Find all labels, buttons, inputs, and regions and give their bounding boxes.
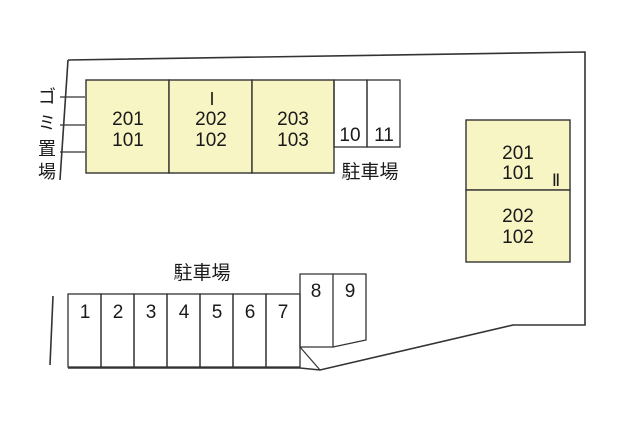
parking-space-11: [366, 79, 401, 148]
parking-space-11-number: 11: [374, 125, 394, 146]
parking-space-9-number: 9: [345, 281, 356, 302]
building-2-label: Ⅱ: [552, 171, 560, 190]
parking-space-6-number: 6: [245, 302, 256, 323]
parking-space-7-number: 7: [278, 302, 289, 323]
parking-space-9: [332, 273, 367, 348]
parking-space-4-number: 4: [179, 302, 190, 323]
garbage-area: ゴ ミ 置 場: [38, 87, 85, 182]
garbage-label-4: 場: [38, 162, 56, 182]
building-1-unit-1-upper: 201: [112, 109, 144, 130]
building-2-unit-2-upper: 202: [502, 206, 534, 227]
site-boundary: [67, 51, 586, 371]
building-1-unit-3-lower: 103: [277, 130, 309, 151]
building-2-unit-1-lower: 101: [502, 163, 534, 184]
building-2-unit-2: [465, 189, 571, 263]
building-2-unit-2-lower: 102: [502, 227, 534, 248]
building-1-unit-2-lower: 102: [195, 130, 227, 151]
building-1-unit-2: [168, 79, 253, 174]
parking-space-10-number: 10: [339, 125, 360, 146]
parking-space-5-number: 5: [212, 302, 223, 323]
garbage-label-3: 置: [38, 139, 56, 159]
parking-space-1-number: 1: [80, 302, 91, 323]
boundary-left-edge-top: [59, 59, 69, 181]
parking-south-label: 駐車場: [173, 262, 230, 284]
boundary-left-edge-bottom: [49, 295, 54, 366]
parking-space-3-number: 3: [146, 302, 157, 323]
building-1: I 201 101 202 102 203 103: [85, 79, 335, 174]
building-2: 201 101 Ⅱ 202 102: [465, 119, 571, 263]
building-1-unit-1: [85, 79, 170, 174]
parking-north: 10 11 駐車場: [333, 79, 401, 183]
building-1-label: I: [209, 89, 214, 109]
parking-north-label: 駐車場: [341, 161, 398, 183]
parking-space-8-number: 8: [311, 281, 322, 302]
building-1-unit-3-upper: 203: [277, 109, 309, 130]
building-2-unit-1-upper: 201: [502, 143, 534, 164]
parking-south: 駐車場 1 2 3 4 5 6 7 8 9: [67, 262, 367, 371]
garbage-label-1: ゴ: [38, 87, 56, 107]
building-1-unit-2-upper: 202: [195, 109, 227, 130]
parking-space-2-number: 2: [113, 302, 124, 323]
driveway-edge: [299, 346, 321, 371]
garbage-label-2: ミ: [38, 113, 56, 133]
building-1-unit-1-lower: 101: [112, 130, 144, 151]
